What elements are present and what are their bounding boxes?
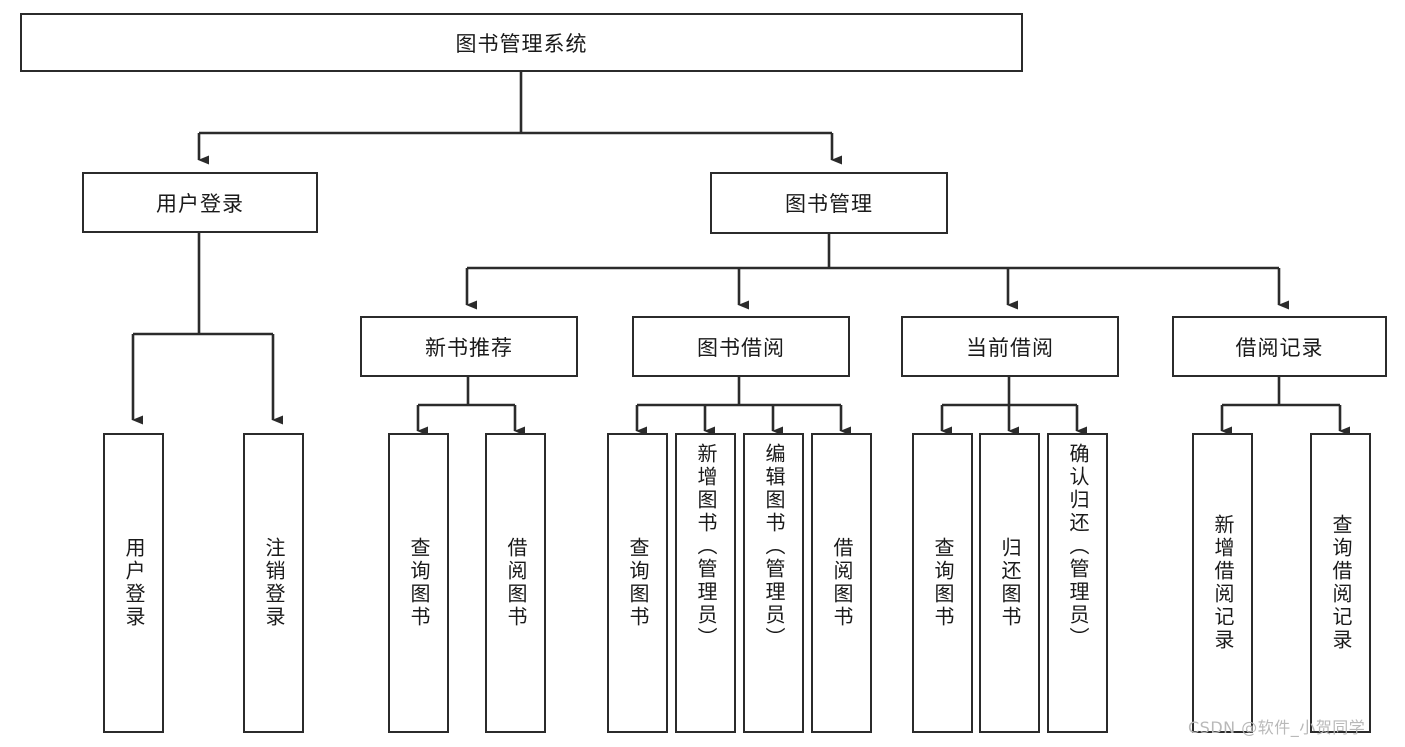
leaf-logout-login[interactable]: 注销登录: [243, 433, 304, 733]
leaf-borrow-book-recommend[interactable]: 借阅图书: [485, 433, 546, 733]
node-user-login-label: 用户登录: [156, 191, 244, 216]
leaf-query-book-current[interactable]: 查询图书: [912, 433, 973, 733]
csdn-watermark: CSDN @软件_小贺同学: [1188, 718, 1366, 737]
node-book-borrow[interactable]: 图书借阅: [632, 316, 850, 377]
leaf-return-book-label: 归还图书: [998, 537, 1022, 629]
leaf-borrow-book-label: 借阅图书: [830, 537, 854, 629]
leaf-query-book-borrow[interactable]: 查询图书: [607, 433, 668, 733]
leaf-add-book-admin[interactable]: 新增图书（管理员）: [675, 433, 736, 733]
node-current-borrow[interactable]: 当前借阅: [901, 316, 1119, 377]
leaf-add-book-admin-label: 新增图书（管理员）: [694, 443, 718, 650]
node-new-book-recommend-label: 新书推荐: [425, 335, 513, 360]
leaf-confirm-return-admin-label: 确认归还（管理员）: [1066, 443, 1090, 650]
leaf-borrow-book-recommend-label: 借阅图书: [504, 537, 528, 629]
leaf-query-borrow-record[interactable]: 查询借阅记录: [1310, 433, 1371, 733]
leaf-query-book-borrow-label: 查询图书: [626, 537, 650, 629]
leaf-query-book-current-label: 查询图书: [931, 537, 955, 629]
node-new-book-recommend[interactable]: 新书推荐: [360, 316, 578, 377]
leaf-borrow-book[interactable]: 借阅图书: [811, 433, 872, 733]
leaf-edit-book-admin[interactable]: 编辑图书（管理员）: [743, 433, 804, 733]
node-user-login[interactable]: 用户登录: [82, 172, 318, 233]
node-borrow-record[interactable]: 借阅记录: [1172, 316, 1387, 377]
node-book-borrow-label: 图书借阅: [697, 335, 785, 360]
leaf-add-borrow-record-label: 新增借阅记录: [1211, 514, 1235, 652]
node-root[interactable]: 图书管理系统: [20, 13, 1023, 72]
leaf-add-borrow-record[interactable]: 新增借阅记录: [1192, 433, 1253, 733]
node-book-management[interactable]: 图书管理: [710, 172, 948, 234]
leaf-confirm-return-admin[interactable]: 确认归还（管理员）: [1047, 433, 1108, 733]
leaf-edit-book-admin-label: 编辑图书（管理员）: [762, 443, 786, 650]
leaf-query-borrow-record-label: 查询借阅记录: [1329, 514, 1353, 652]
node-root-label: 图书管理系统: [455, 31, 588, 56]
leaf-user-login[interactable]: 用户登录: [103, 433, 164, 733]
leaf-return-book[interactable]: 归还图书: [979, 433, 1040, 733]
leaf-user-login-label: 用户登录: [122, 537, 146, 629]
leaf-query-book-recommend[interactable]: 查询图书: [388, 433, 449, 733]
node-current-borrow-label: 当前借阅: [966, 335, 1054, 360]
node-book-management-label: 图书管理: [785, 192, 873, 216]
leaf-query-book-recommend-label: 查询图书: [407, 537, 431, 629]
node-borrow-record-label: 借阅记录: [1235, 335, 1324, 360]
leaf-logout-login-label: 注销登录: [262, 537, 286, 629]
